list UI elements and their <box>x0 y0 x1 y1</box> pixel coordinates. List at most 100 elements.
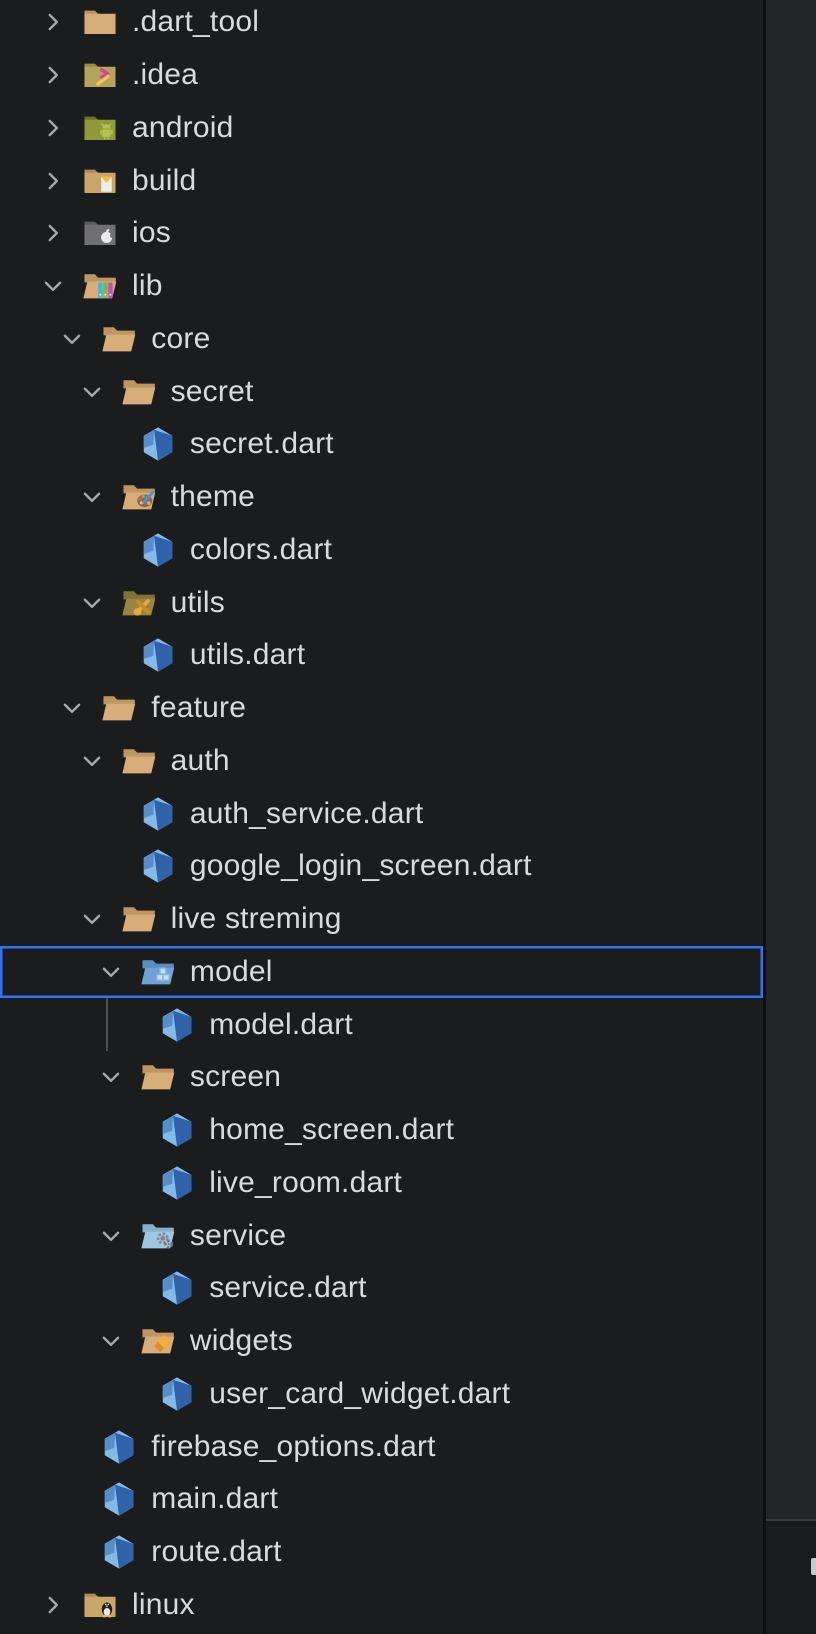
tree-item-label: utils.dart <box>189 638 306 672</box>
chevron-down-icon[interactable] <box>72 372 112 412</box>
dart-file-icon <box>139 531 177 569</box>
tree-item-screen[interactable]: screen <box>0 1051 763 1104</box>
tree-item-label: secret <box>170 374 254 408</box>
tree-item-label: ios <box>132 216 171 250</box>
tree-item-label: live_room.dart <box>209 1165 403 1199</box>
chevron-right-icon[interactable] <box>33 213 73 253</box>
tree-item-label: model <box>189 954 273 988</box>
tree-item-auth[interactable]: auth <box>0 735 763 788</box>
widgets-folder-icon <box>139 1322 177 1360</box>
dart-file-icon <box>139 847 177 885</box>
tree-item-theme[interactable]: theme <box>0 471 763 524</box>
chevron-down-icon[interactable] <box>91 1216 131 1256</box>
tree-item-label: service <box>189 1218 287 1252</box>
chevron-spacer <box>110 1374 150 1414</box>
tree-item-secret-dart[interactable]: secret.dart <box>0 418 763 471</box>
theme-folder-icon <box>120 478 158 516</box>
tree-item-utils[interactable]: utils <box>0 576 763 629</box>
tree-item-label: user_card_widget.dart <box>209 1376 511 1410</box>
panel-divider[interactable] <box>763 0 766 1634</box>
tree-item-linux[interactable]: linux <box>0 1579 763 1632</box>
tree-item-label: .idea <box>132 58 199 92</box>
chevron-spacer <box>52 1532 92 1572</box>
chevron-down-icon[interactable] <box>72 583 112 623</box>
tree-item-live-room-dart[interactable]: live_room.dart <box>0 1157 763 1210</box>
chevron-down-icon[interactable] <box>52 319 92 359</box>
dart-file-icon <box>100 1428 138 1466</box>
tree-item-feature[interactable]: feature <box>0 682 763 735</box>
utils-folder-icon <box>120 584 158 622</box>
tree-item-ios[interactable]: ios <box>0 207 763 260</box>
chevron-right-icon[interactable] <box>33 108 73 148</box>
tree-item-auth-service-dart[interactable]: auth_service.dart <box>0 787 763 840</box>
tree-item-utils-dart[interactable]: utils.dart <box>0 629 763 682</box>
tree-item-label: firebase_options.dart <box>151 1429 436 1463</box>
tree-item-route-dart[interactable]: route.dart <box>0 1526 763 1579</box>
dart-file-icon <box>158 1006 196 1044</box>
tree-item-colors-dart[interactable]: colors.dart <box>0 524 763 577</box>
tree-item-home-screen-dart[interactable]: home_screen.dart <box>0 1104 763 1157</box>
tree-item-label: auth_service.dart <box>189 796 424 830</box>
editor-area <box>766 0 816 1521</box>
tree-item-dart-tool[interactable]: .dart_tool <box>0 0 763 49</box>
tree-item-live-streming[interactable]: live streming <box>0 893 763 946</box>
chevron-spacer <box>91 635 131 675</box>
chevron-down-icon[interactable] <box>72 741 112 781</box>
dart-file-icon <box>100 1480 138 1518</box>
tree-item-label: lib <box>132 269 163 303</box>
dart-file-icon <box>139 425 177 463</box>
service-folder-icon <box>139 1217 177 1255</box>
chevron-right-icon[interactable] <box>33 161 73 201</box>
folder-open-icon <box>120 900 158 938</box>
folder-open-icon <box>100 320 138 358</box>
chevron-spacer <box>110 1110 150 1150</box>
tree-item-secret[interactable]: secret <box>0 365 763 418</box>
tree-item-google-login-screen-dart[interactable]: google_login_screen.dart <box>0 840 763 893</box>
tree-item-main-dart[interactable]: main.dart <box>0 1473 763 1526</box>
chevron-right-icon[interactable] <box>33 2 73 42</box>
chevron-down-icon[interactable] <box>72 477 112 517</box>
tree-item-idea[interactable]: .idea <box>0 49 763 102</box>
tree-item-core[interactable]: core <box>0 313 763 366</box>
tree-item-model-dart[interactable]: model.dart <box>0 998 763 1051</box>
dart-file-icon <box>139 795 177 833</box>
tree-item-label: android <box>132 110 234 144</box>
tree-item-firebase-options-dart[interactable]: firebase_options.dart <box>0 1420 763 1473</box>
tree-item-label: service.dart <box>209 1271 367 1305</box>
build-folder-icon <box>81 162 119 200</box>
tree-item-service-dart[interactable]: service.dart <box>0 1262 763 1315</box>
chevron-down-icon[interactable] <box>33 266 73 306</box>
chevron-down-icon[interactable] <box>91 1057 131 1097</box>
chevron-spacer <box>110 1005 150 1045</box>
dart-file-icon <box>158 1164 196 1202</box>
tree-item-build[interactable]: build <box>0 154 763 207</box>
chevron-spacer <box>91 846 131 886</box>
tree-item-model[interactable]: model <box>0 946 763 999</box>
chevron-spacer <box>91 530 131 570</box>
folder-open-icon <box>139 1058 177 1096</box>
tree-item-user-card-widget-dart[interactable]: user_card_widget.dart <box>0 1368 763 1421</box>
tree-item-label: model.dart <box>209 1007 353 1041</box>
tree-item-label: colors.dart <box>189 532 333 566</box>
tree-item-label: auth <box>170 743 230 777</box>
tree-item-service[interactable]: service <box>0 1209 763 1262</box>
chevron-down-icon[interactable] <box>52 688 92 728</box>
tree-item-label: main.dart <box>151 1482 279 1516</box>
folder-closed-icon <box>81 3 119 41</box>
chevron-down-icon[interactable] <box>91 1321 131 1361</box>
tree-item-widgets[interactable]: widgets <box>0 1315 763 1368</box>
chevron-down-icon[interactable] <box>72 899 112 939</box>
tree-item-label: live streming <box>170 902 342 936</box>
scrollbar-thumb[interactable] <box>811 1558 816 1575</box>
chevron-right-icon[interactable] <box>33 55 73 95</box>
tree-item-label: .dart_tool <box>132 5 260 39</box>
dart-file-icon <box>158 1269 196 1307</box>
tree-item-android[interactable]: android <box>0 102 763 155</box>
chevron-right-icon[interactable] <box>33 1585 73 1625</box>
tree-item-label: core <box>151 321 211 355</box>
chevron-down-icon[interactable] <box>91 952 131 992</box>
tree-item-label: route.dart <box>151 1535 282 1569</box>
tree-item-lib[interactable]: lib <box>0 260 763 313</box>
dart-file-icon <box>139 636 177 674</box>
tree-item-label: theme <box>170 480 255 514</box>
